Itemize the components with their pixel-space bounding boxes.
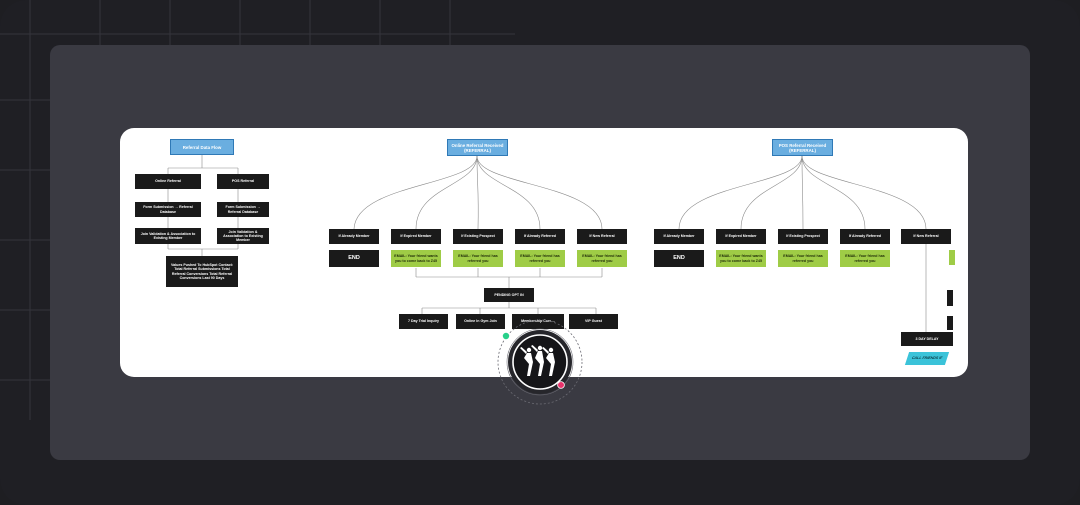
online-end-node[interactable]: END <box>329 250 379 267</box>
pos-join-validation-node[interactable]: Join Validation & Association to Existin… <box>217 228 269 244</box>
three-dancers-icon <box>520 345 555 376</box>
online-email-already-referred[interactable]: EMAIL: Your friend has referred you <box>515 250 565 267</box>
online-referral-received-title[interactable]: Online Referral Received (REFERRAL) <box>447 139 508 156</box>
brand-logo[interactable] <box>496 318 584 406</box>
outcome-vip-guest[interactable]: VIP Guest <box>569 314 618 329</box>
pos-referral-node[interactable]: POS Referral <box>217 174 269 189</box>
pos-case-expired-member[interactable]: If Expired Member <box>716 229 766 244</box>
outcome-7-day-trial[interactable]: 7 Day Trial Inquiry <box>399 314 448 329</box>
pos-form-submission-node[interactable]: Form Submission → Referral Database <box>217 202 269 217</box>
online-email-new-referral[interactable]: EMAIL: Your friend has referred you <box>577 250 627 267</box>
connector-lines <box>167 155 927 335</box>
online-case-already-member[interactable]: If Already Member <box>329 229 379 244</box>
pos-call-friends-node[interactable]: CALL FRIENDS IF <box>904 352 950 365</box>
pos-node-partial-1[interactable] <box>947 290 953 306</box>
pos-email-new-referral-partial[interactable] <box>949 250 955 265</box>
hubspot-values-node[interactable]: Values Pushed To HubSpot Contact: Total … <box>166 256 238 287</box>
pos-email-prospect[interactable]: EMAIL: Your friend has referred you <box>778 250 828 267</box>
pos-3-day-delay-node[interactable]: 3 DAY DELAY <box>901 332 953 346</box>
outcome-membership-corr[interactable]: Membership Corr ... <box>512 314 564 329</box>
pos-referral-received-title[interactable]: POS Referral Received (REFERRAL) <box>772 139 833 156</box>
online-case-already-referred[interactable]: If Already Referred <box>515 229 565 244</box>
online-case-expired-member[interactable]: If Expired Member <box>391 229 441 244</box>
pending-opt-in-node[interactable]: PENDING OPT IN <box>484 288 534 302</box>
online-case-new-referral[interactable]: If New Referral <box>577 229 627 244</box>
online-form-submission-node[interactable]: Form Submission → Referral Database <box>135 202 201 217</box>
online-email-prospect[interactable]: EMAIL: Your friend has referred you <box>453 250 503 267</box>
online-email-expired[interactable]: EMAIL: Your friend wants you to come bac… <box>391 250 441 267</box>
online-join-validation-node[interactable]: Join Validation & Association to Existin… <box>135 228 201 244</box>
pos-case-already-member[interactable]: If Already Member <box>654 229 704 244</box>
pos-email-already-referred[interactable]: EMAIL: Your friend has referred you <box>840 250 890 267</box>
pos-case-existing-prospect[interactable]: If Existing Prospect <box>778 229 828 244</box>
data-flow-title[interactable]: Referral Data Flow <box>170 139 234 155</box>
background-grid <box>0 0 515 420</box>
pos-case-new-referral[interactable]: If New Referral <box>901 229 951 244</box>
flowchart-canvas[interactable]: Referral Data Flow Online Referral POS R… <box>120 128 968 377</box>
pos-node-partial-2[interactable] <box>947 316 953 330</box>
online-case-existing-prospect[interactable]: If Existing Prospect <box>453 229 503 244</box>
pos-email-expired[interactable]: EMAIL: Your friend wants you to come bac… <box>716 250 766 267</box>
pos-case-already-referred[interactable]: If Already Referred <box>840 229 890 244</box>
outcome-online-join[interactable]: Online In Gym Join <box>456 314 505 329</box>
pos-end-node[interactable]: END <box>654 250 704 267</box>
online-referral-node[interactable]: Online Referral <box>135 174 201 189</box>
